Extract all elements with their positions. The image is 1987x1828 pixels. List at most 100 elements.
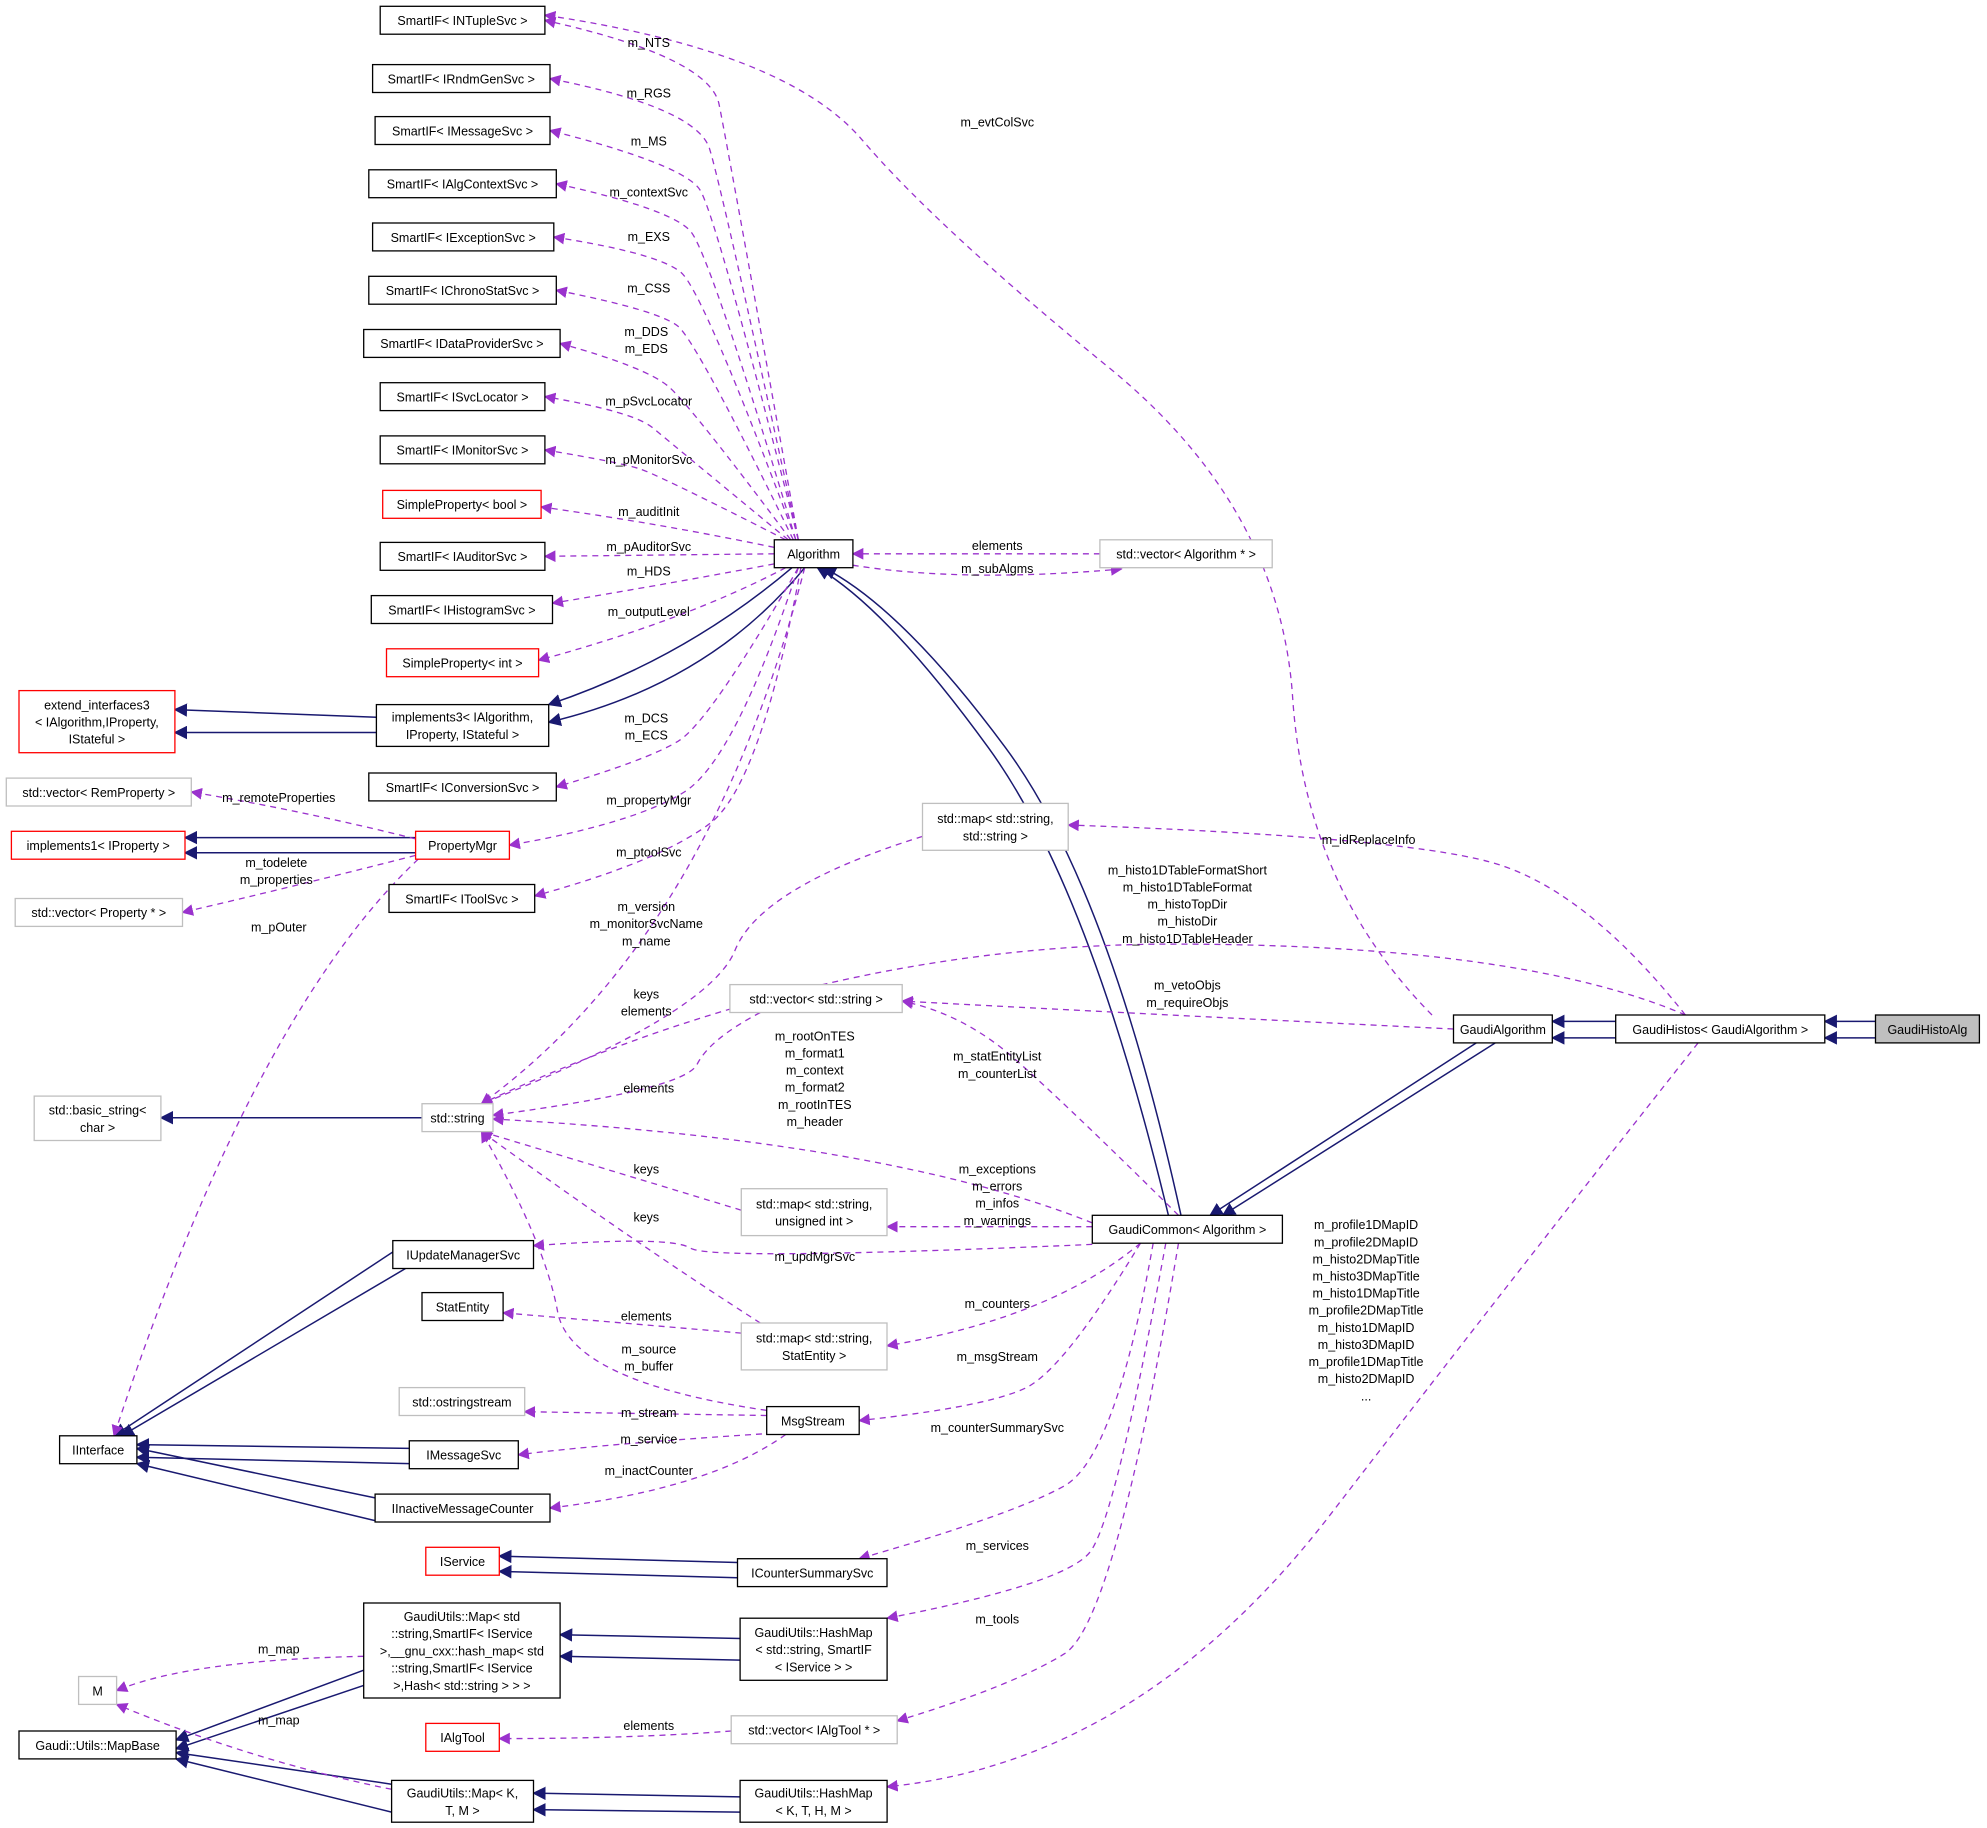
class-node-statentity[interactable]: StatEntity [421, 1291, 504, 1322]
class-node-gaudialg[interactable]: GaudiAlgorithm [1452, 1014, 1553, 1044]
class-node-implements1[interactable]: implements1< IProperty > [10, 830, 186, 860]
edge-label-m-dds-eds: m_DDS [624, 325, 668, 339]
class-node-chrono[interactable]: SmartIF< IChronoStatSvc > [368, 275, 557, 305]
class-node-map-sse[interactable]: std::map< std::string,StatEntity > [740, 1322, 888, 1371]
class-node-gaudicommon[interactable]: GaudiCommon< Algorithm > [1091, 1214, 1284, 1244]
class-node-box [385, 648, 540, 678]
class-node-label: ::string,SmartIF< IService [391, 1627, 532, 1641]
class-node-auditor[interactable]: SmartIF< IAuditorSvc > [379, 541, 546, 571]
class-node-excsvc[interactable]: SmartIF< IExceptionSvc > [371, 222, 555, 252]
class-node-toolsvc[interactable]: SmartIF< IToolSvc > [388, 883, 536, 914]
class-node-box [368, 772, 557, 802]
class-node-spint[interactable]: SimpleProperty< int > [385, 648, 540, 678]
class-node-iupdmgr[interactable]: IUpdateManagerSvc [392, 1239, 535, 1270]
class-node-conversion[interactable]: SmartIF< IConversionSvc > [368, 772, 557, 802]
class-node-gu-hashmap-kt[interactable]: GaudiUtils::HashMap< K, T, H, M > [739, 1779, 888, 1823]
class-node-label: Algorithm [787, 548, 840, 562]
class-node-implements3[interactable]: implements3< IAlgorithm,IProperty, IStat… [375, 703, 550, 748]
class-node-gu-map-big[interactable]: GaudiUtils::Map< std::string,SmartIF< IS… [363, 1602, 561, 1699]
usage-edge [901, 995, 1454, 1030]
class-node-icountersum[interactable]: ICounterSummarySvc [736, 1558, 888, 1588]
class-node-map-su[interactable]: std::map< std::string,unsigned int > [740, 1188, 888, 1237]
edge-label-m-source-buffer: m_buffer [624, 1360, 673, 1374]
edge-label-m-msgstream: m_msgStream [957, 1350, 1038, 1364]
class-node-rndm[interactable]: SmartIF< IRndmGenSvc > [371, 63, 551, 94]
class-node-box [58, 1435, 138, 1465]
edge-label-m-map-kt: m_map [258, 1714, 300, 1728]
class-node-ntuple[interactable]: SmartIF< INTupleSvc > [379, 5, 546, 35]
edge-label-exceptions-etc: m_exceptions [959, 1162, 1036, 1176]
class-node-iservice[interactable]: IService [425, 1546, 500, 1576]
usage-edge [885, 1242, 1141, 1350]
class-node-ialgtool[interactable]: IAlgTool [425, 1722, 500, 1752]
class-node-box [421, 1291, 504, 1322]
edge-label-veto-require: m_requireObjs [1146, 996, 1228, 1010]
class-node-monitor[interactable]: SmartIF< IMonitorSvc > [379, 435, 546, 465]
usage-edge [115, 1655, 364, 1692]
class-node-gu-map-kt[interactable]: GaudiUtils::Map< K,T, M > [390, 1779, 535, 1823]
class-node-imessagesvc[interactable]: IMessageSvc [408, 1440, 519, 1470]
class-node-box [14, 897, 184, 928]
edge-label-m-map-big: m_map [258, 1643, 300, 1657]
class-node-dataprov[interactable]: SmartIF< IDataProviderSvc > [363, 328, 561, 359]
class-node-label: < IAlgorithm,IProperty, [35, 716, 159, 730]
class-node-msgstream[interactable]: MsgStream [766, 1405, 860, 1436]
class-node-label: GaudiUtils::HashMap [755, 1626, 873, 1640]
class-node-extend3[interactable]: extend_interfaces3< IAlgorithm,IProperty… [18, 689, 176, 754]
class-node-label: >,Hash< std::string > > > [393, 1679, 530, 1693]
class-node-box [1099, 539, 1273, 569]
class-node-label: GaudiAlgorithm [1460, 1023, 1546, 1037]
class-node-label: StatEntity [436, 1300, 490, 1314]
class-node-iinterface[interactable]: IInterface [58, 1435, 138, 1465]
class-node-box [414, 830, 511, 860]
usage-edge [491, 1011, 761, 1120]
class-node-basic-string[interactable]: std::basic_string<char > [33, 1095, 162, 1142]
class-node-msgsvc-if[interactable]: SmartIF< IMessageSvc > [374, 115, 551, 146]
edge-label-m-evtcolsvc: m_evtColSvc [960, 116, 1034, 130]
edge-label-m-dcs-ecs: m_DCS [624, 711, 668, 725]
class-node-label: SmartIF< IAlgContextSvc > [387, 178, 538, 192]
class-node-box [408, 1440, 519, 1470]
class-node-iinactive[interactable]: IInactiveMessageCounter [374, 1493, 551, 1523]
edge-label-m-ms: m_MS [631, 135, 667, 149]
inheritance-edge [174, 1747, 392, 1785]
class-node-label: M [92, 1684, 102, 1698]
class-node-map-ss[interactable]: std::map< std::string,std::string > [921, 802, 1069, 851]
class-node-histo[interactable]: SmartIF< IHistogramSvc > [370, 594, 554, 625]
class-node-gu-hashmap-svc[interactable]: GaudiUtils::HashMap< std::string, SmartI… [739, 1617, 888, 1681]
edge-label-common-strings: m_rootInTES [778, 1098, 852, 1112]
class-node-box [368, 169, 557, 199]
class-node-vec-algtool[interactable]: std::vector< IAlgTool * > [730, 1715, 898, 1745]
class-node-mapbase[interactable]: Gaudi::Utils::MapBase [18, 1730, 177, 1760]
edge-label-m-updmgrsvc: m_updMgrSvc [775, 1250, 856, 1264]
class-node-algctx[interactable]: SmartIF< IAlgContextSvc > [368, 169, 557, 199]
inheritance-edge [1221, 1042, 1496, 1217]
edge-label-m-exs: m_EXS [628, 230, 670, 244]
class-node-vec-prop[interactable]: std::vector< Property * > [14, 897, 184, 928]
class-node-propmgr[interactable]: PropertyMgr [414, 830, 511, 860]
usage-edge [558, 340, 792, 541]
class-node-spbool[interactable]: SimpleProperty< bool > [382, 489, 542, 519]
class-node-vec-str[interactable]: std::vector< std::string > [729, 983, 903, 1014]
class-node-string[interactable]: std::string [421, 1103, 494, 1133]
edge-label-elements-statentity: elements [621, 1309, 672, 1323]
class-node-algorithm[interactable]: Algorithm [773, 539, 854, 569]
class-node-box [421, 1103, 494, 1133]
class-node-box [740, 1188, 888, 1237]
class-node-label: std::vector< Property * > [31, 906, 166, 920]
usage-edge [548, 1433, 787, 1513]
class-node-ostringstream[interactable]: std::ostringstream [398, 1386, 526, 1417]
usage-edge [1067, 819, 1686, 1016]
class-node-label: SmartIF< IMonitorSvc > [397, 444, 529, 458]
class-node-gaudihistoalg[interactable]: GaudiHistoAlg [1874, 1014, 1981, 1044]
class-node-vec-alg[interactable]: std::vector< Algorithm * > [1099, 539, 1273, 569]
inheritance-edge [547, 567, 806, 727]
class-node-gaudihistos[interactable]: GaudiHistos< GaudiAlgorithm > [1615, 1014, 1826, 1044]
class-node-vec-remprop[interactable]: std::vector< RemProperty > [5, 777, 192, 807]
class-node-box [425, 1722, 500, 1752]
class-node-svcloc[interactable]: SmartIF< ISvcLocator > [379, 382, 546, 412]
edge-label-alg-strings: m_version [617, 900, 675, 914]
edge-label-histos-maps: m_histo1DMapTitle [1312, 1287, 1419, 1301]
class-node-M[interactable]: M [77, 1675, 118, 1706]
class-node-label: IMessageSvc [426, 1449, 501, 1463]
